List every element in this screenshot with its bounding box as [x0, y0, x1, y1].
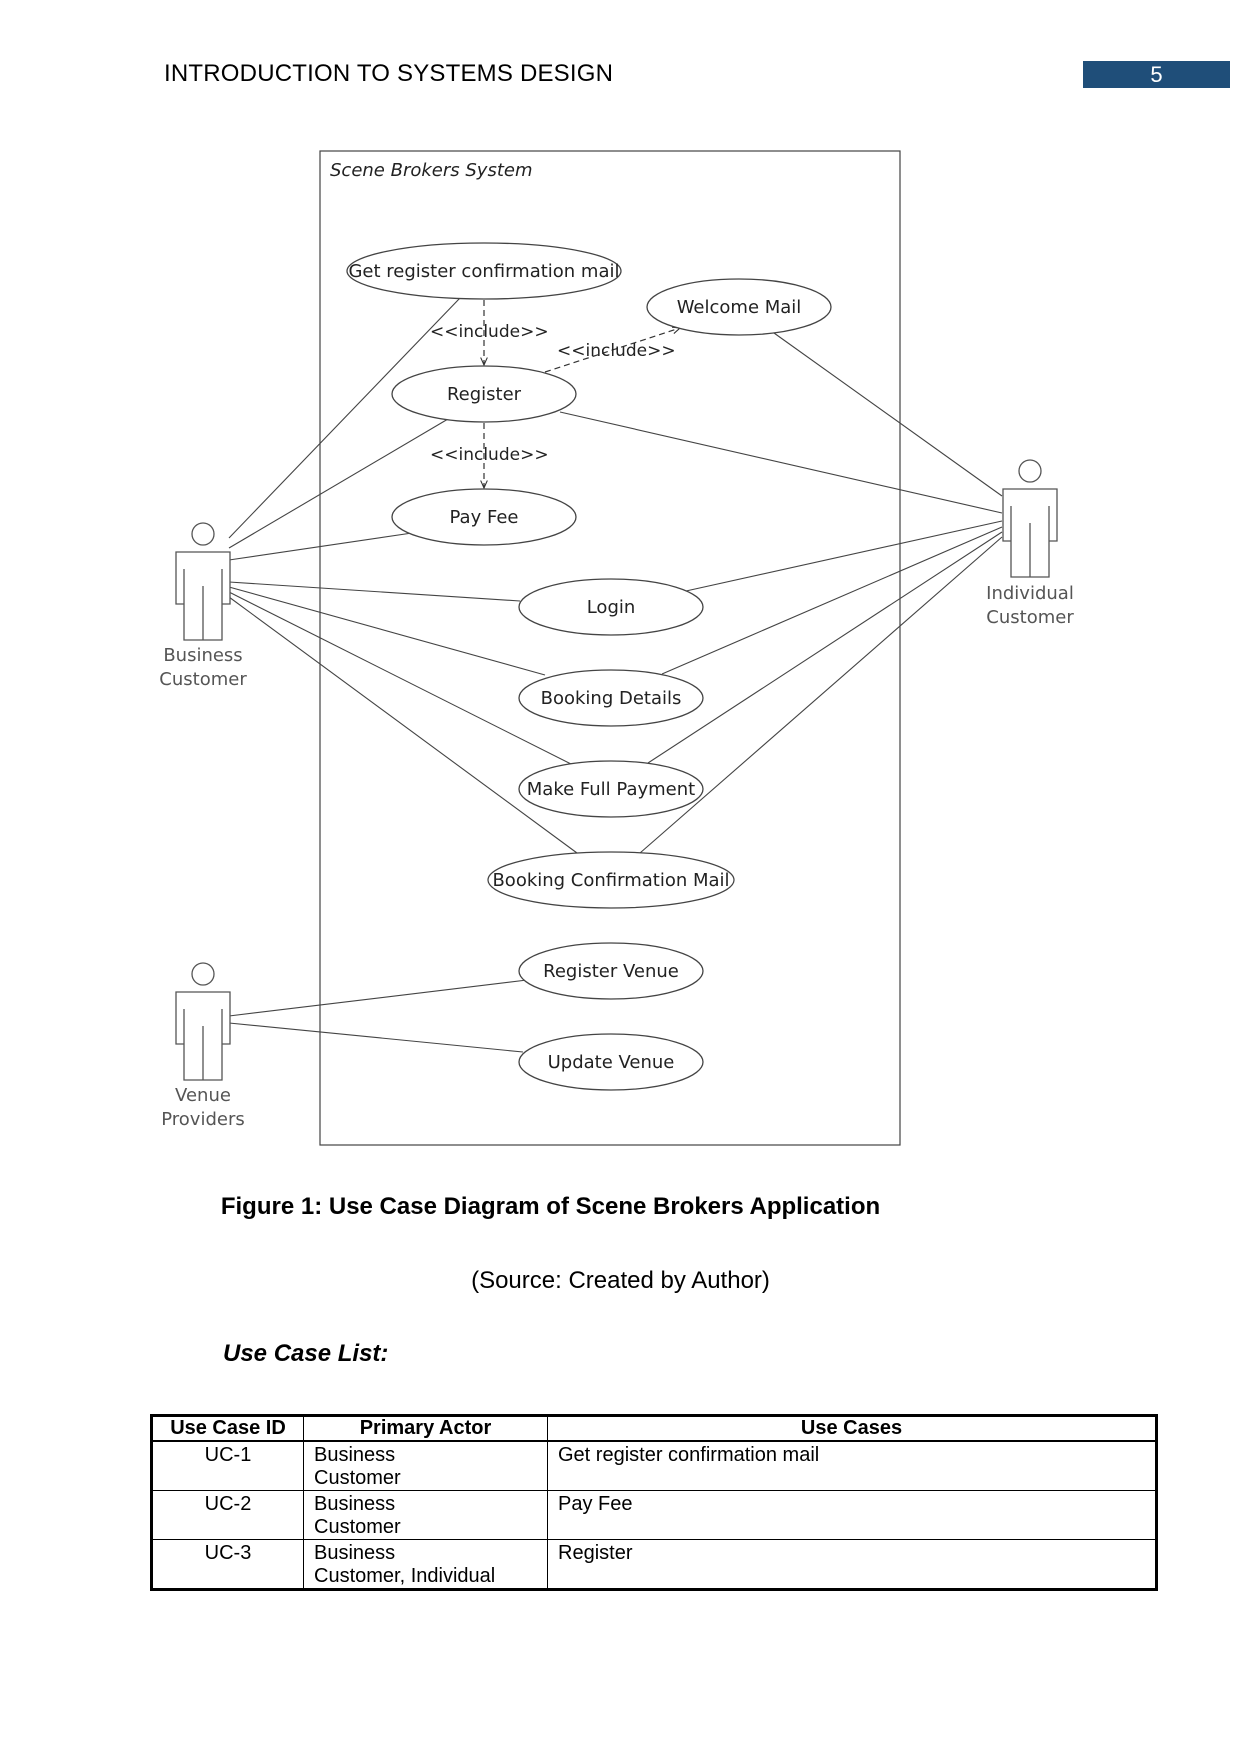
actor-head — [191, 522, 215, 546]
assoc-line — [228, 581, 521, 602]
association-lines — [228, 297, 1003, 1053]
figure-caption-text: Figure 1: Use Case Diagram of Scene Brok… — [220, 1193, 881, 1220]
system-boundary — [319, 150, 901, 1146]
assoc-line — [773, 332, 1003, 497]
actor-head — [1018, 459, 1042, 483]
assoc-line — [559, 411, 1003, 514]
actor-venue-label-line1: Venue — [175, 1085, 231, 1106]
use-case-label: Booking Confirmation Mail — [492, 870, 729, 891]
use-case-label: Booking Details — [541, 688, 682, 709]
actor-line: Customer — [314, 1467, 401, 1489]
actor-head — [191, 962, 215, 986]
use-case-get-register-confirmation-mail[interactable] — [346, 242, 622, 300]
page-number-badge: 5 — [1083, 61, 1230, 88]
use-case-list-title: Use Case List: — [223, 1340, 389, 1367]
actor-individual-label-line2: Customer — [986, 607, 1074, 628]
use-case-booking-confirmation-mail[interactable] — [487, 851, 735, 909]
assoc-line — [228, 979, 528, 1017]
use-case-login[interactable] — [518, 578, 704, 636]
actor-line: Business — [314, 1444, 396, 1466]
use-case-update-venue[interactable] — [518, 1033, 704, 1091]
assoc-line — [228, 1022, 524, 1053]
assoc-line — [639, 536, 1003, 854]
cell-use-case: Get register confirmation mail — [547, 1440, 1157, 1491]
use-case-label: Pay Fee — [450, 507, 519, 528]
actor-line: Customer — [314, 1516, 401, 1538]
assoc-line — [228, 532, 413, 561]
column-header-id: Use Case ID — [151, 1415, 304, 1442]
include-label: <<include>> — [557, 341, 676, 361]
use-case-label: Welcome Mail — [677, 297, 802, 318]
use-case-label: Make Full Payment — [527, 779, 695, 800]
include-label: <<include>> — [430, 445, 549, 465]
assoc-line — [228, 596, 578, 854]
use-case-diagram: Scene Brokers System <<include>> <<inclu… — [159, 150, 1074, 1146]
cell-use-case-id: UC-3 — [151, 1539, 304, 1590]
use-case-label: Update Venue — [548, 1052, 675, 1073]
use-case-pay-fee[interactable] — [391, 488, 577, 546]
use-case-register-venue[interactable] — [518, 942, 704, 1000]
column-header-use-cases: Use Cases — [547, 1415, 1157, 1442]
actor-line: Customer, Individual — [314, 1565, 496, 1587]
use-case-table: Use Case ID Primary Actor Use Cases UC-1… — [150, 1414, 1158, 1591]
use-case-label: Get register confirmation mail — [348, 261, 619, 282]
assoc-line — [661, 526, 1003, 675]
cell-use-case: Register — [547, 1539, 1157, 1590]
cell-use-case: Pay Fee — [547, 1490, 1157, 1540]
actor-business-label-line2: Customer — [159, 669, 247, 690]
use-case-label: Login — [587, 597, 636, 618]
actor-individual-label-line1: Individual — [986, 583, 1074, 604]
use-case-label: Register Venue — [543, 961, 679, 982]
use-case-register[interactable] — [391, 365, 577, 423]
actor-line: Business — [314, 1542, 396, 1564]
column-header-actor: Primary Actor — [303, 1415, 548, 1442]
assoc-line — [228, 586, 546, 676]
system-name-label: Scene Brokers System — [330, 160, 532, 181]
assoc-line — [228, 591, 574, 766]
include-arrows — [484, 300, 680, 488]
actor-business-customer[interactable] — [175, 522, 231, 641]
use-case-welcome-mail[interactable] — [646, 278, 832, 336]
actor-individual-customer[interactable] — [1002, 459, 1058, 578]
include-label: <<include>> — [430, 322, 549, 342]
include-arrow-register-welcome — [544, 328, 680, 373]
actor-business-label-line1: Business — [163, 645, 242, 666]
actor-line: Business — [314, 1493, 396, 1515]
cell-use-case-id: UC-2 — [151, 1490, 304, 1540]
figure-caption: Figure 1: Use Case Diagram of Scene Brok… — [0, 1193, 1241, 1221]
table-header-row: Use Case ID Primary Actor Use Cases — [151, 1415, 1157, 1442]
use-case-make-full-payment[interactable] — [518, 760, 704, 818]
assoc-line — [228, 297, 461, 539]
figure-source: (Source: Created by Author) — [471, 1267, 770, 1294]
page-header-title: INTRODUCTION TO SYSTEMS DESIGN — [164, 60, 614, 87]
assoc-line — [647, 531, 1003, 764]
cell-use-case-id: UC-1 — [151, 1440, 304, 1491]
assoc-line — [228, 418, 449, 549]
use-case-booking-details[interactable] — [518, 669, 704, 727]
use-case-label: Register — [447, 384, 522, 405]
assoc-line — [685, 520, 1003, 592]
actor-venue-label-line2: Providers — [161, 1109, 245, 1130]
actor-venue-providers[interactable] — [175, 962, 231, 1081]
